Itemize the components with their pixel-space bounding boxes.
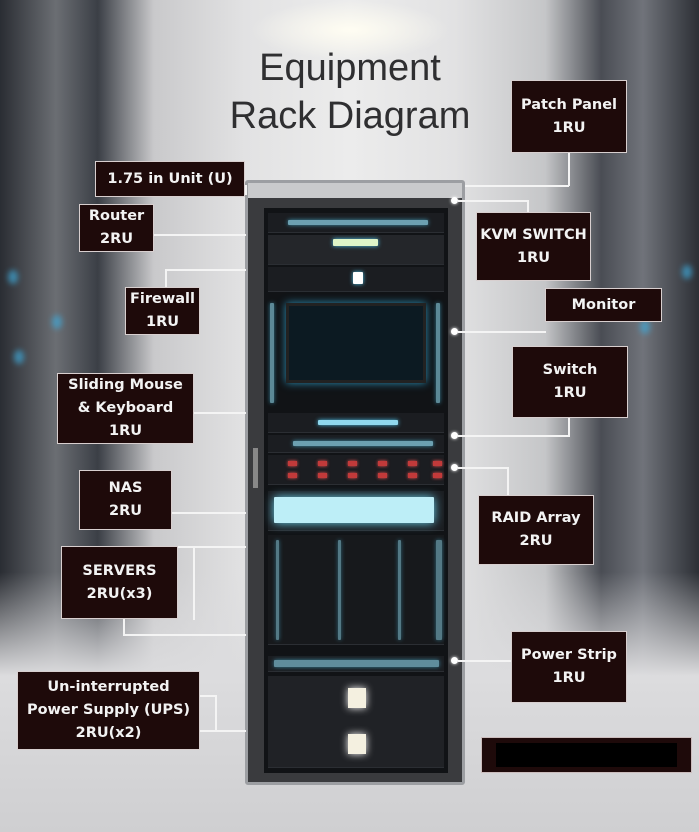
label-firewall: Firewall 1RU (125, 287, 200, 335)
label-switch: Switch 1RU (512, 346, 628, 418)
servers-unit (268, 535, 444, 645)
connector-line (165, 269, 246, 271)
label-monitor: Monitor (545, 288, 662, 322)
rack-interior (264, 208, 448, 773)
label-text: Router (88, 208, 145, 224)
connector-line (123, 634, 246, 636)
label-text: 2RU (99, 231, 134, 247)
switch-unit (268, 435, 444, 453)
connector-dot (451, 657, 458, 664)
empty-label-box (481, 737, 692, 773)
equipment-rack (245, 180, 465, 785)
label-text: 1RU (552, 119, 586, 136)
label-text: 1RU (552, 670, 586, 686)
connector-line (458, 660, 512, 662)
connector-line (458, 435, 570, 437)
background-server-light (640, 320, 650, 334)
ceiling-light (250, 0, 450, 60)
label-router: Router 2RU (79, 204, 154, 252)
connector-line (215, 695, 217, 731)
label-text: Patch Panel (520, 96, 618, 113)
connector-line (172, 512, 246, 514)
label-servers: SERVERS 2RU(x3) (61, 546, 178, 619)
connector-line (154, 234, 246, 236)
connector-line (527, 200, 529, 212)
label-text: RAID Array (491, 510, 581, 526)
background-server-light (682, 265, 692, 279)
nas-unit (268, 491, 444, 531)
connector-line (123, 619, 125, 635)
connector-dot (451, 197, 458, 204)
title-line: Rack Diagram (229, 95, 471, 137)
rack-top (248, 183, 462, 198)
background-server-light (14, 350, 24, 364)
connector-line (200, 730, 246, 732)
label-text: & Keyboard (77, 400, 174, 416)
label-text: 2RU(x2) (75, 725, 142, 741)
background-server-light (8, 270, 18, 284)
label-text: 1RU (516, 249, 551, 266)
connector-line (568, 418, 570, 436)
label-nas: NAS 2RU (79, 470, 172, 530)
ups-unit (268, 676, 444, 768)
label-text: 2RU(x3) (86, 585, 153, 602)
label-raid-array: RAID Array 2RU (478, 495, 594, 565)
label-unit: 1.75 in Unit (U) (95, 161, 245, 197)
patch-panel-unit (268, 213, 444, 233)
label-kvm-switch: KVM SWITCH 1RU (476, 212, 591, 281)
connector-line (165, 269, 167, 287)
background-server-light (52, 315, 62, 329)
label-text: 1RU (145, 314, 180, 330)
raid-array-unit (268, 455, 444, 485)
label-text: KVM SWITCH (480, 226, 587, 243)
label-power-strip: Power Strip 1RU (511, 631, 627, 703)
connector-line (568, 153, 570, 186)
label-text: Monitor (571, 296, 636, 313)
label-text: Un-interrupted (47, 679, 170, 695)
diagram-title: Equipment Rack Diagram (170, 44, 530, 140)
connector-dot (451, 328, 458, 335)
power-strip-unit (268, 656, 444, 672)
label-text: Switch (542, 362, 598, 378)
label-mouse-keyboard: Sliding Mouse & Keyboard 1RU (57, 373, 194, 444)
connector-line (200, 695, 216, 697)
label-text: SERVERS (82, 562, 157, 579)
label-text: 1.75 in Unit (U) (107, 170, 233, 187)
firewall-unit (268, 267, 444, 292)
connector-line (178, 546, 246, 548)
rack-door-handle (253, 448, 258, 488)
router-unit (268, 235, 444, 265)
label-text: Power Supply (UPS) (26, 702, 191, 718)
label-text: Power Strip (521, 647, 617, 663)
label-text: 1RU (108, 423, 143, 439)
connector-dot (451, 464, 458, 471)
label-text: Sliding Mouse (68, 377, 183, 393)
connector-dot (451, 432, 458, 439)
connector-line (507, 467, 509, 495)
connector-line (194, 412, 246, 414)
connector-line (193, 546, 195, 620)
connector-line (465, 185, 569, 187)
label-text: 1RU (553, 385, 587, 401)
connector-line (458, 331, 546, 333)
title-line: Equipment (259, 47, 441, 89)
monitor-screen (286, 303, 426, 383)
connector-line (245, 185, 247, 195)
connector-line (458, 467, 508, 469)
label-text: Firewall (130, 291, 195, 307)
label-text: 2RU (519, 533, 553, 549)
keyboard-unit (268, 413, 444, 433)
label-text: NAS (108, 480, 143, 496)
label-patch-panel: Patch Panel 1RU (511, 80, 627, 153)
label-text: 2RU (108, 503, 143, 519)
connector-line (458, 200, 528, 202)
